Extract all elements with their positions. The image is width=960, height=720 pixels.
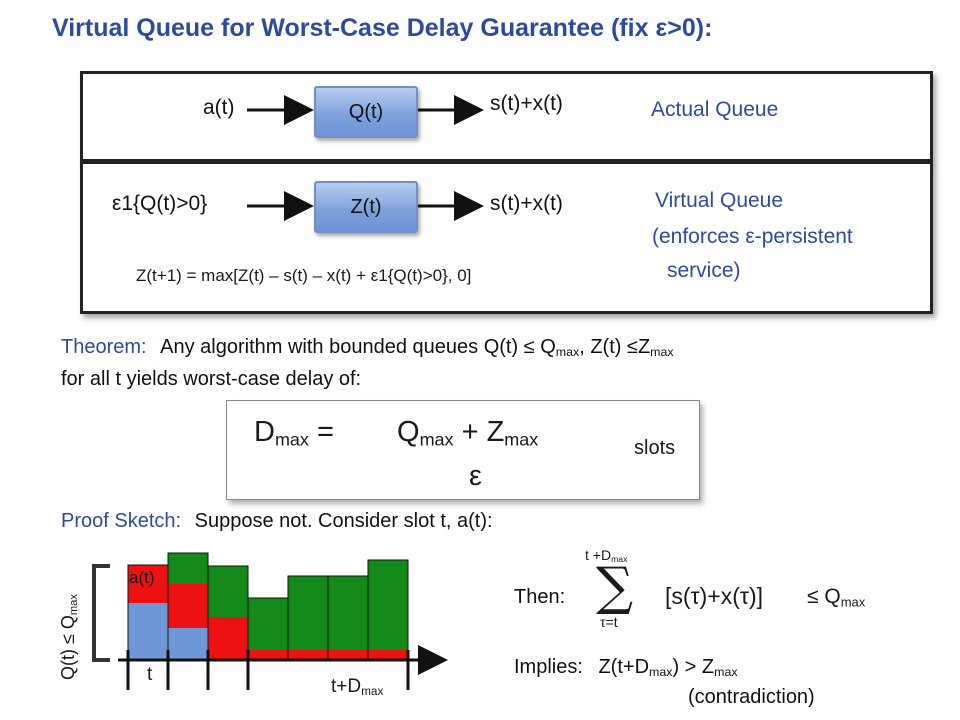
bar-col1-red bbox=[128, 565, 168, 603]
actual-output-label: s(t)+x(t) bbox=[490, 92, 563, 115]
theorem-label: Theorem: bbox=[61, 336, 147, 358]
figure-y-label-text: Q(t) ≤ Q bbox=[58, 615, 78, 680]
theorem-text-a: Any algorithm with bounded queues Q(t) ≤… bbox=[160, 336, 556, 358]
figure-y-label-sub: max bbox=[67, 594, 80, 616]
sum-upper-sub: max bbox=[611, 554, 628, 565]
formula-d: D bbox=[254, 416, 275, 448]
delay-formula-box bbox=[226, 400, 700, 500]
virtual-queue-box: Z(t) bbox=[314, 181, 418, 233]
formula-num-q-sub: max bbox=[419, 429, 454, 450]
implies-expr-sub2: max bbox=[714, 665, 738, 680]
formula-lhs: Dmax = bbox=[254, 416, 334, 450]
formula-num-z: + Z bbox=[453, 416, 505, 448]
sum-bound-sub: max bbox=[840, 594, 866, 610]
figure-arrival-label: a(t) bbox=[129, 568, 155, 587]
sum-lower-limit: τ=t bbox=[600, 614, 618, 630]
bar-col2-blue bbox=[168, 628, 208, 660]
bar-col3-green bbox=[208, 566, 248, 617]
bar-col6-red bbox=[328, 650, 368, 660]
formula-d-sub: max bbox=[274, 429, 309, 450]
queue-bars bbox=[128, 553, 408, 660]
theorem-sub-z: max bbox=[650, 345, 674, 360]
implies-expr-b: ) > Z bbox=[672, 656, 715, 678]
sum-symbol: ∑ bbox=[596, 557, 634, 617]
bar-col4-red bbox=[248, 650, 288, 660]
figure-tD-sub: max bbox=[361, 684, 384, 698]
proof-text: Suppose not. Consider slot t, a(t): bbox=[194, 510, 493, 532]
figure-tD-text: t+D bbox=[331, 676, 362, 697]
figure-y-label: Q(t) ≤ Qmax bbox=[58, 594, 80, 680]
virtual-queue-panel bbox=[80, 161, 933, 314]
formula-equals: = bbox=[308, 416, 334, 448]
theorem-line1: Theorem: Any algorithm with bounded queu… bbox=[61, 336, 674, 359]
implies-note: (contradiction) bbox=[688, 686, 815, 708]
theorem-sub-q: max bbox=[555, 345, 580, 360]
then-label: Then: bbox=[514, 586, 566, 608]
bar-col6-green bbox=[328, 576, 368, 650]
bar-col4-green bbox=[248, 598, 288, 650]
virtual-output-label: s(t)+x(t) bbox=[490, 192, 563, 215]
actual-queue-label: Actual Queue bbox=[651, 98, 779, 121]
bar-col3-red bbox=[208, 617, 248, 660]
bar-col2-red bbox=[168, 584, 208, 628]
virtual-update-equation: Z(t+1) = max[Z(t) – s(t) – x(t) + ε1{Q(t… bbox=[136, 266, 472, 285]
formula-unit: slots bbox=[634, 437, 676, 459]
proof-line: Proof Sketch: Suppose not. Consider slot… bbox=[61, 510, 493, 533]
proof-label: Proof Sketch: bbox=[61, 510, 182, 532]
sum-bound: ≤ Qmax bbox=[807, 585, 865, 609]
theorem-line2: for all t yields worst-case delay of: bbox=[61, 368, 362, 390]
bar-col5-green bbox=[288, 576, 328, 650]
sum-bound-text: ≤ Q bbox=[807, 585, 841, 608]
qmax-bracket bbox=[92, 564, 110, 662]
formula-num-q: Q bbox=[397, 416, 420, 448]
bar-col7-green bbox=[368, 560, 408, 650]
bar-col7-red bbox=[368, 650, 408, 660]
figure-tD-label: t+Dmax bbox=[331, 676, 383, 698]
formula-numerator: Qmax + Zmax bbox=[397, 416, 538, 450]
virtual-queue-label: Virtual Queue bbox=[655, 189, 784, 212]
implies-expr-sub: max bbox=[649, 665, 673, 680]
formula-denominator: ε bbox=[469, 460, 482, 492]
sum-summand: [s(τ)+x(τ)] bbox=[665, 583, 764, 609]
implies-label: Implies: bbox=[514, 656, 583, 678]
formula-num-z-sub: max bbox=[504, 429, 539, 450]
sum-upper-text: t +D bbox=[585, 547, 612, 563]
sum-upper-limit: t +Dmax bbox=[585, 547, 627, 564]
virtual-queue-note-line1: (enforces ε-persistent bbox=[652, 225, 853, 248]
bar-col1-blue bbox=[128, 603, 168, 660]
virtual-queue-note-line2: service) bbox=[667, 259, 741, 282]
bar-col2-green bbox=[168, 553, 208, 584]
virtual-input-label: ε1{Q(t)>0} bbox=[112, 192, 208, 215]
implies-line: Implies: Z(t+Dmax) > Zmax bbox=[514, 656, 738, 679]
bar-col5-red bbox=[288, 650, 328, 660]
figure-t-label: t bbox=[147, 664, 153, 685]
page-title: Virtual Queue for Worst-Case Delay Guara… bbox=[52, 14, 713, 42]
actual-queue-panel bbox=[80, 71, 933, 162]
actual-queue-box: Q(t) bbox=[314, 86, 418, 138]
theorem-text-b: , Z(t) ≤Z bbox=[579, 336, 651, 358]
actual-input-label: a(t) bbox=[203, 96, 235, 119]
implies-expr-a: Z(t+D bbox=[598, 656, 650, 678]
